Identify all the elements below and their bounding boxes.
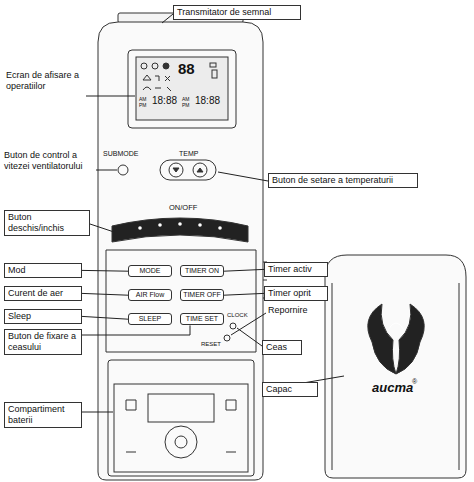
callout-text: Buton de fixare a ceasului: [8, 331, 78, 353]
remote-button: TIME SET: [180, 313, 224, 325]
lcd-digits: 18:88: [152, 95, 177, 107]
remote-button: TIMER ON: [180, 265, 224, 277]
callout-box: Transmitator de semnal: [173, 5, 301, 20]
callout-label: Ecran de afisare a operatiilor: [6, 70, 86, 92]
callout-text: Ceas: [266, 342, 298, 353]
leader-line: [82, 270, 128, 272]
button-label: SUBMODE: [103, 150, 138, 158]
callout-box: Buton deschis/inchis: [4, 210, 90, 236]
trademark-mark: ®: [412, 378, 417, 386]
callout-text: Sleep: [8, 311, 78, 322]
lcd-digits: 18:88: [195, 95, 220, 107]
button-text: TIMER ON: [182, 267, 222, 275]
callout-box: Capac: [262, 382, 318, 397]
lcd-text: PM: [139, 102, 147, 108]
callout-text: Transmitator de semnal: [177, 7, 297, 18]
logo-dolphin: [396, 304, 424, 374]
lcd-screen: [136, 57, 228, 120]
button-text: SLEEP: [130, 315, 170, 323]
callout-text: Timer oprit: [268, 288, 324, 299]
submode-button: [118, 165, 128, 175]
callout-box: Mod: [4, 263, 82, 278]
battery-compartment: [114, 384, 248, 472]
remote-button: AIR Flow: [128, 289, 172, 301]
callout-box: Buton de setare a temperaturii: [268, 173, 418, 188]
button-text: AIR Flow: [130, 291, 170, 299]
reset-button: [224, 335, 230, 341]
button-label: ON/OFF: [169, 203, 197, 212]
callout-box: Curent de aer: [4, 286, 82, 301]
leader-line: [82, 325, 190, 335]
callout-text: Compartiment baterii: [8, 404, 78, 426]
remote-body: [98, 22, 263, 480]
leader-line: [82, 293, 128, 295]
button-text: TIME SET: [182, 315, 222, 323]
temp-pad: [160, 160, 216, 180]
clock-button: [230, 323, 236, 329]
button-label: CLOCK: [227, 312, 248, 319]
button-flap: [106, 250, 256, 352]
callout-text: Curent de aer: [8, 288, 78, 299]
lcd-text: PM: [182, 102, 190, 108]
callout-text: Capac: [266, 384, 314, 395]
remote-button: TIMER OFF: [180, 289, 224, 301]
onoff-band: [112, 218, 248, 242]
logo-text: aucma: [372, 380, 413, 396]
lcd-text: AM: [182, 96, 190, 102]
callout-label: Buton de control a vitezei ventilatorulu…: [4, 150, 96, 172]
callout-box: Timer activ: [264, 262, 328, 277]
lcd-digits: 88: [178, 60, 195, 78]
button-label: RESET: [201, 341, 221, 348]
button-text: TIMER OFF: [182, 291, 222, 299]
logo-dolphin: [368, 304, 396, 374]
button-label: TEMP: [179, 150, 198, 158]
callout-box: Buton de fixare a ceasului: [4, 329, 82, 355]
remote-button: MODE: [128, 265, 172, 277]
callout-text: Buton deschis/inchis: [8, 212, 86, 234]
button-text: MODE: [130, 267, 170, 275]
display-frame: [128, 50, 236, 128]
callout-box: Sleep: [4, 309, 82, 324]
callout-box: Ceas: [262, 340, 302, 355]
leader-line: [82, 14, 344, 412]
leader-line: [224, 293, 264, 295]
lcd-text: AM: [139, 96, 147, 102]
callout-text: Buton de setare a temperaturii: [272, 175, 414, 186]
callout-text: Timer activ: [268, 264, 324, 275]
leader-line: [224, 269, 264, 271]
callout-label: Repornire: [268, 305, 308, 316]
remote-button: SLEEP: [128, 313, 172, 325]
callout-box: Timer oprit: [264, 286, 328, 301]
leader-line: [82, 316, 128, 319]
callout-text: Mod: [8, 265, 78, 276]
battery-cover: [325, 255, 466, 478]
callout-box: Compartiment baterii: [4, 402, 82, 428]
